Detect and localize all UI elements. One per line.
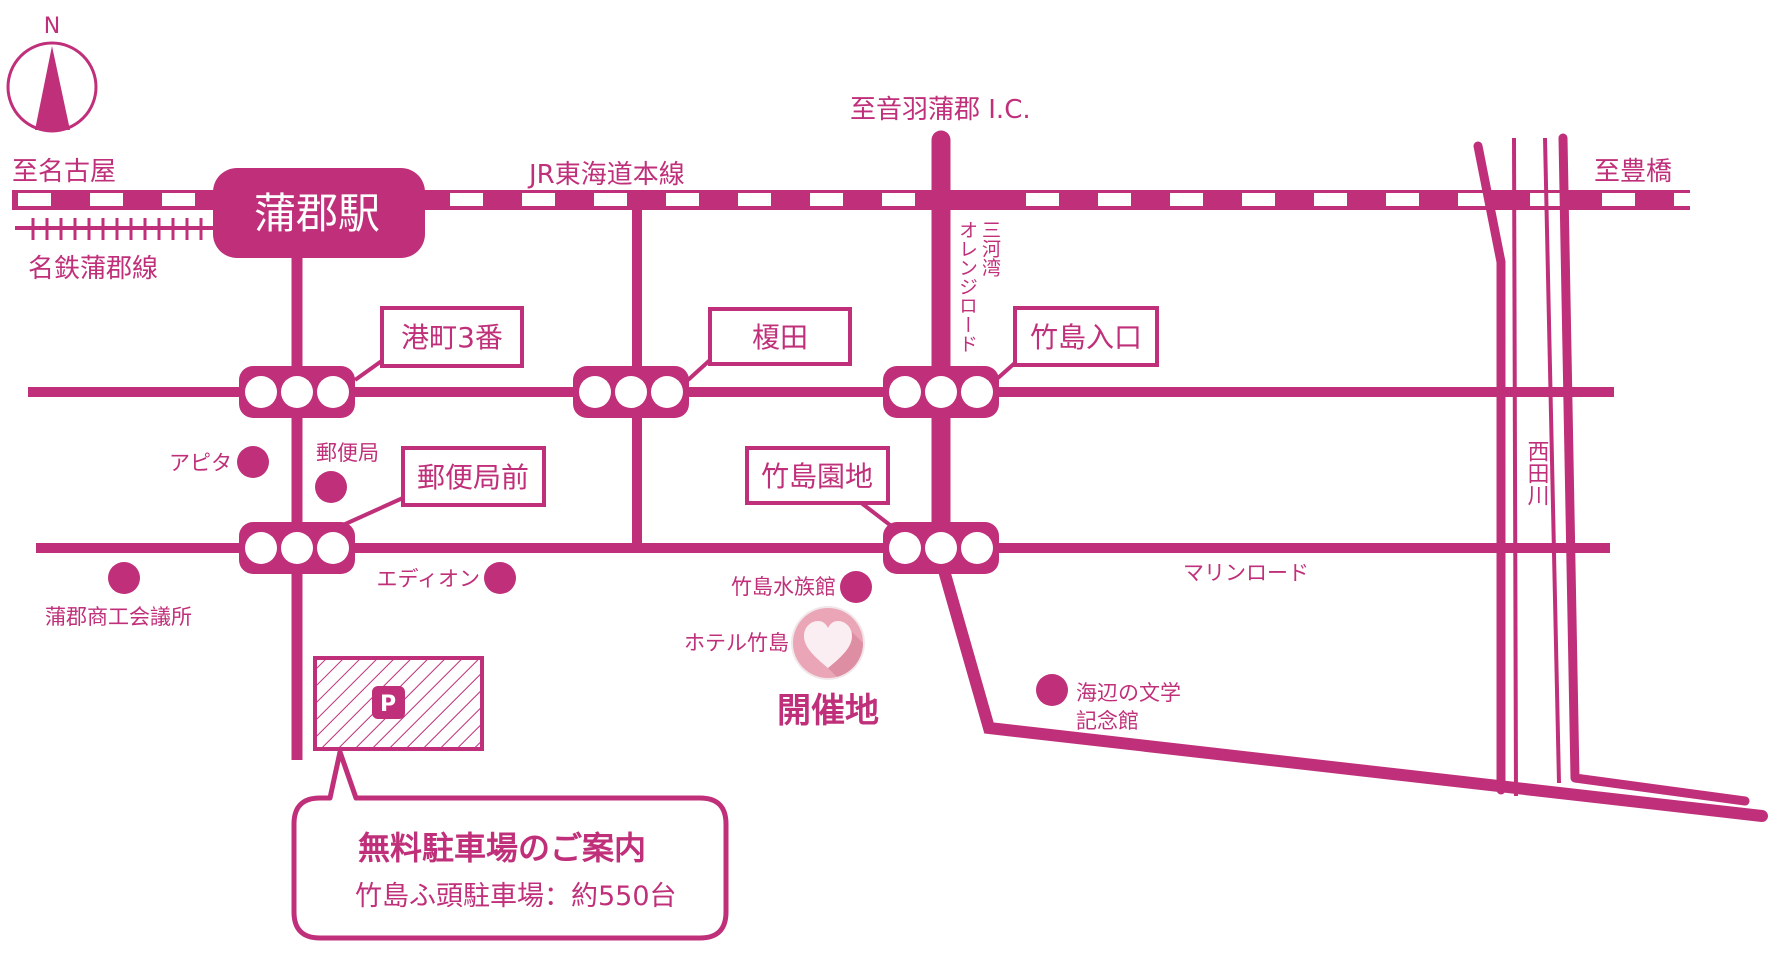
landmark-dot	[237, 446, 269, 478]
jr-dash	[594, 193, 627, 206]
meitetsu-line	[15, 218, 230, 240]
river-label: 西田川	[1524, 440, 1550, 506]
landmark-label: 蒲郡商工会議所	[45, 605, 192, 629]
jr-dash	[1602, 193, 1635, 206]
callout-bubble	[291, 749, 729, 941]
landmark-aquarium: 竹島水族館	[731, 571, 872, 603]
landmark-dot	[108, 562, 140, 594]
jr-dash	[1026, 193, 1059, 206]
landmark-label: アピタ	[169, 451, 232, 475]
traffic-signal-icon	[883, 366, 999, 418]
station-box	[213, 168, 425, 258]
compass-north-label: N	[44, 14, 60, 39]
landmark-dot	[1036, 674, 1068, 706]
north-arrow-icon	[35, 46, 70, 130]
orange-road-label-2: オレンジロード	[956, 220, 978, 353]
river-bank-east	[1543, 137, 1561, 784]
heart-icon	[791, 606, 865, 680]
jr-dash	[666, 193, 699, 206]
jr-dash	[162, 193, 195, 206]
intersection-box-takeshima-enchi	[745, 446, 890, 505]
traffic-signal-icon	[573, 366, 689, 418]
callout-detail: 竹島ふ頭駐車場：約550台	[355, 881, 677, 912]
parking-icon-letter: P	[380, 692, 396, 717]
station-label: 蒲郡駅	[254, 189, 380, 238]
venue-label: 開催地	[777, 691, 879, 731]
landmark-label: 竹島水族館	[731, 575, 836, 599]
landmark-label: 郵便局	[316, 441, 379, 465]
traffic-signals	[239, 366, 999, 574]
parking-icon	[372, 686, 405, 719]
landmark-label: 記念館	[1076, 709, 1139, 733]
landmark-dot	[840, 571, 872, 603]
traffic-signal-icon	[239, 366, 355, 418]
intersection-label: 郵便局前	[417, 461, 529, 494]
jr-dash	[1314, 193, 1347, 206]
road-east-d	[1558, 133, 1750, 806]
intersection-labels	[331, 306, 1159, 532]
jr-line-label: JR東海道本線	[527, 160, 685, 190]
landmark-apita: アピタ	[169, 446, 269, 478]
compass-circle	[6, 41, 98, 133]
river-bank-west	[1512, 137, 1518, 797]
intersection-box-yubinkyoku-mae	[401, 446, 546, 507]
jr-dash	[1242, 193, 1275, 206]
jr-dash	[1386, 193, 1419, 206]
intersection-label: 港町3番	[401, 321, 503, 354]
jr-line-dashes	[18, 193, 1707, 206]
to-toyohashi-label: 至豊橋	[1594, 157, 1672, 187]
marine-road-label: マリンロード	[1183, 561, 1309, 585]
landmark-post-office: 郵便局	[315, 441, 379, 503]
jr-dash	[1098, 193, 1131, 206]
venue-hotel-label: ホテル竹島	[684, 631, 789, 655]
intersection-box-enokida	[708, 307, 852, 366]
intersection-label: 榎田	[752, 321, 808, 354]
compass: N	[6, 14, 98, 133]
landmark-label: エディオン	[376, 567, 480, 591]
traffic-signal-icon	[239, 522, 355, 574]
meitetsu-line-ticks	[31, 218, 203, 240]
landmark-dot	[484, 562, 516, 594]
landmark-edion: エディオン	[376, 562, 516, 594]
orange-road-label-1: 三河湾	[979, 220, 1001, 278]
intersection-names: 港町3番 榎田 竹島入口 郵便局前 竹島園地	[401, 321, 1142, 494]
jr-dash	[1674, 193, 1707, 206]
intersection-label: 竹島園地	[761, 460, 873, 493]
jr-line	[12, 190, 1707, 210]
parking-callout: 無料駐車場のご案内 竹島ふ頭駐車場：約550台	[291, 749, 729, 941]
landmark-literature-museum: 海辺の文学 記念館	[1036, 674, 1181, 733]
jr-dash	[810, 193, 843, 206]
intersection-box-takeshima-iriguchi	[1013, 306, 1159, 367]
jr-dash	[90, 193, 123, 206]
jr-dash	[450, 193, 483, 206]
intersection-label: 竹島入口	[1030, 321, 1142, 354]
parking-area[interactable]: P	[313, 656, 484, 751]
jr-dash	[18, 193, 51, 206]
traffic-signal-icon	[883, 522, 999, 574]
to-nagoya-label: 至名古屋	[12, 157, 116, 187]
intersection-box-minatomachi	[380, 306, 524, 368]
jr-dash	[1458, 193, 1491, 206]
to-ic-label: 至音羽蒲郡 I.C.	[850, 95, 1031, 125]
landmark-dot	[315, 471, 347, 503]
jr-dash	[738, 193, 771, 206]
jr-dash	[522, 193, 555, 206]
jr-dash	[882, 193, 915, 206]
landmark-label: 海辺の文学	[1076, 681, 1181, 705]
station-gamagori[interactable]: 蒲郡駅	[213, 168, 425, 258]
meitetsu-line-label: 名鉄蒲郡線	[28, 254, 158, 284]
jr-dash	[1170, 193, 1203, 206]
venue-hotel-takeshima[interactable]: ホテル竹島 開催地	[684, 606, 900, 731]
callout-title: 無料駐車場のご案内	[358, 829, 646, 867]
landmark-chamber: 蒲郡商工会議所	[45, 562, 192, 629]
road-east-a	[1473, 141, 1506, 795]
